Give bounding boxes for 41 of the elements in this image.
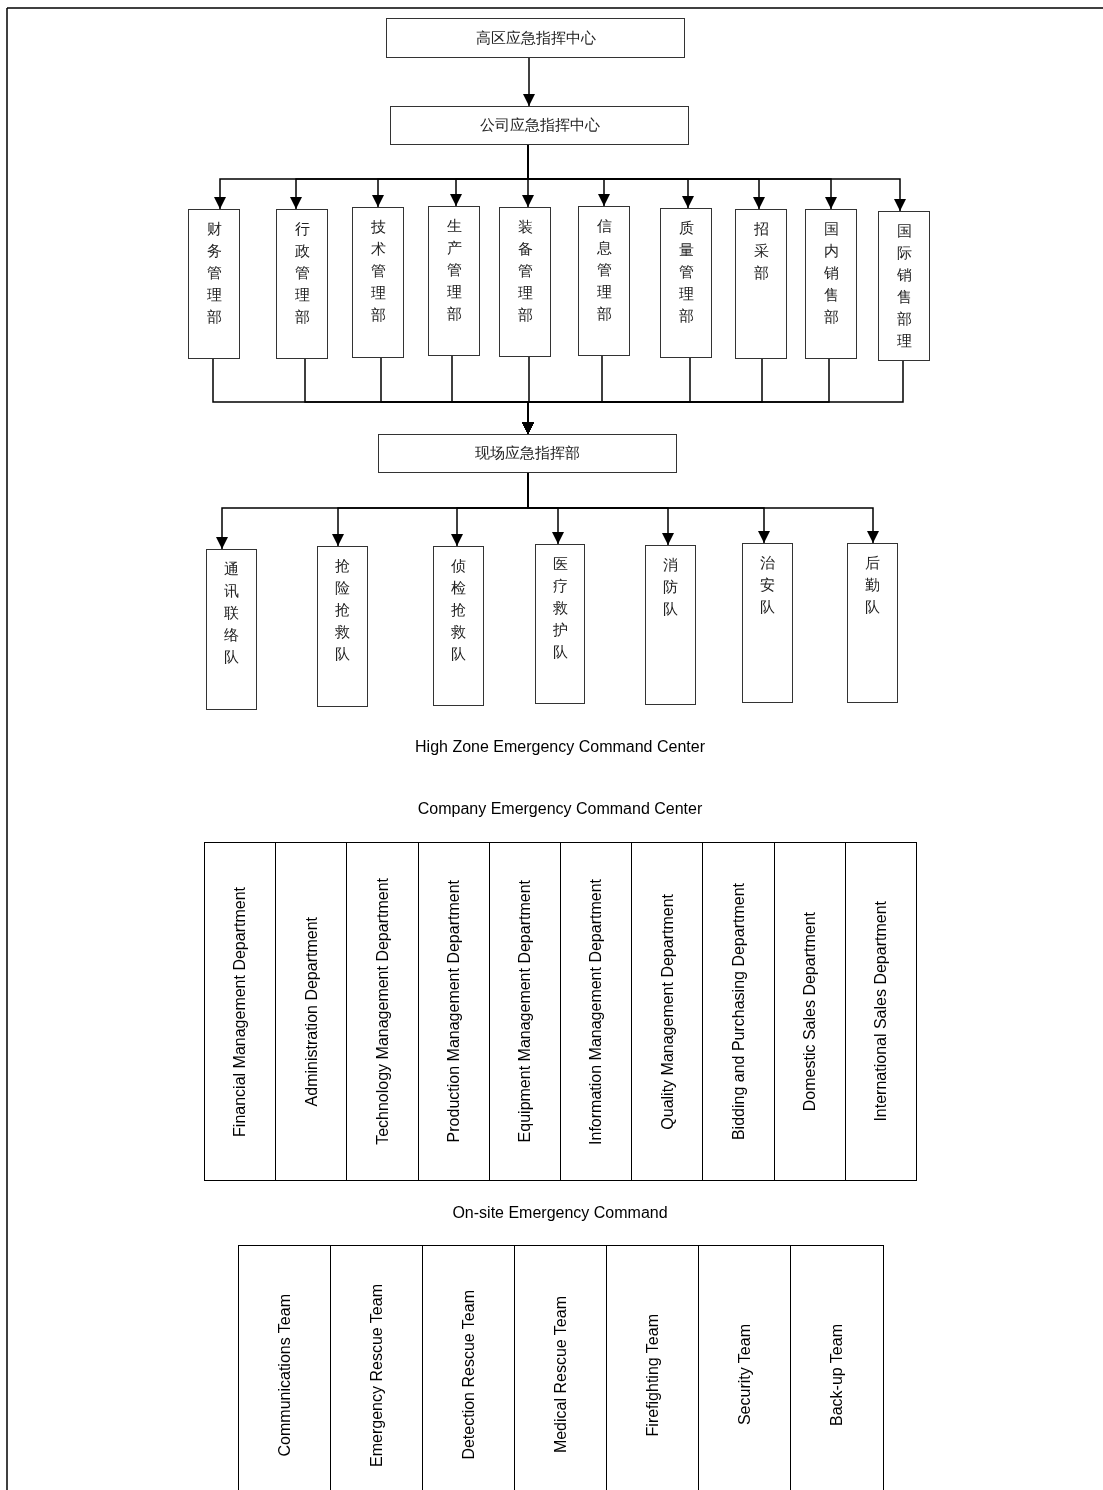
section-heading: High Zone Emergency Command Center (415, 738, 705, 755)
table-cell: International Sales Department (844, 842, 918, 1181)
table-cell: Financial Management Department (204, 842, 277, 1181)
table-cell: Back-up Team (790, 1245, 884, 1490)
department-box: 生产管理部 (428, 206, 480, 356)
table-cell: Medical Rescue Team (514, 1245, 608, 1490)
table-cell: Production Management Department (417, 842, 491, 1181)
team-box: 治安队 (742, 543, 793, 703)
team-box: 抢险抢救队 (317, 546, 368, 707)
department-box: 国内销售部 (805, 209, 857, 359)
department-box: 国际销售部理 (878, 211, 930, 361)
department-box: 财务管理部 (188, 209, 240, 359)
table-cell: Security Team (698, 1245, 792, 1490)
table-cell: Information Management Department (560, 842, 633, 1181)
department-box: 信息管理部 (578, 206, 630, 356)
table-cell: Firefighting Team (606, 1245, 700, 1490)
section-heading: On-site Emergency Command (452, 1204, 668, 1221)
team-box: 侦检抢救队 (433, 546, 484, 706)
command-center-box: 高区应急指挥中心 (386, 18, 685, 58)
table-cell: Technology Management Department (346, 842, 420, 1181)
command-center-box: 公司应急指挥中心 (390, 106, 689, 145)
table-cell: Administration Department (275, 842, 348, 1181)
team-box: 后勤队 (847, 543, 898, 703)
table-cell: Domestic Sales Department (773, 842, 847, 1181)
department-box: 技术管理部 (352, 207, 404, 358)
arrow (523, 57, 535, 107)
team-box: 消防队 (645, 545, 696, 705)
department-box: 装备管理部 (499, 207, 551, 357)
command-center-box: 现场应急指挥部 (378, 434, 677, 473)
team-box: 通讯联络队 (206, 549, 257, 710)
table-cell: Detection Rescue Team (422, 1245, 516, 1490)
table-cell: Quality Management Department (631, 842, 704, 1181)
team-box: 医疗救护队 (535, 544, 585, 704)
table-cell: Emergency Rescue Team (330, 1245, 424, 1490)
table-cell: Equipment Management Department (488, 842, 562, 1181)
department-box: 质量管理部 (660, 208, 712, 358)
section-heading: Company Emergency Command Center (417, 800, 703, 817)
department-box: 招采部 (735, 209, 787, 359)
table-cell: Communications Team (238, 1245, 332, 1490)
department-box: 行政管理部 (276, 209, 328, 359)
table-cell: Bidding and Purchasing Department (702, 842, 776, 1181)
